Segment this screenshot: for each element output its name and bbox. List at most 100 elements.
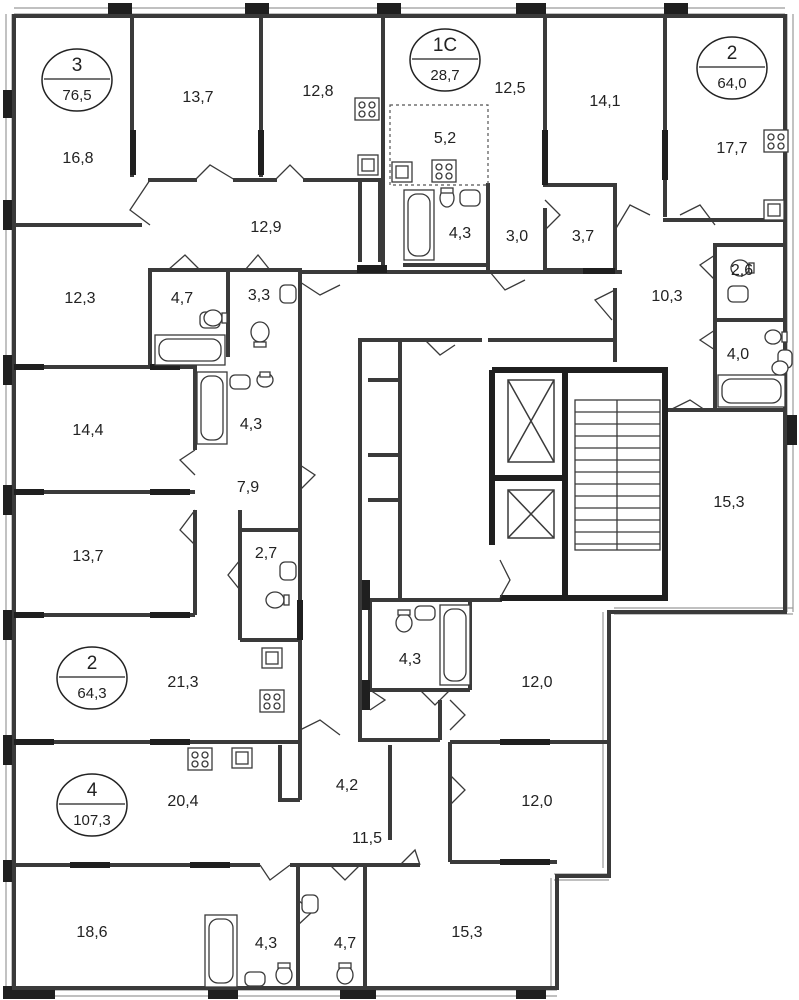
- staircase: [574, 399, 661, 551]
- walls-lower-right: [368, 600, 609, 864]
- toilets: [203, 187, 789, 985]
- facade-piers: [3, 3, 797, 999]
- bathtub-icon: [403, 189, 435, 261]
- stove-icon: [187, 747, 213, 771]
- unit-rooms: 2: [87, 653, 98, 674]
- washbasin-icon: [279, 284, 297, 304]
- room-area-label: 2,6: [731, 262, 753, 279]
- unit-rooms: 2: [727, 43, 738, 64]
- room-area-label: 4,7: [334, 935, 356, 952]
- room-area-label: 20,4: [167, 793, 198, 810]
- stove-icon: [259, 689, 285, 713]
- room-area-label: 3,7: [572, 228, 594, 245]
- bathtub-icon: [439, 604, 471, 686]
- unit-badge: 2 64,0: [696, 36, 768, 100]
- stove-icon: [431, 159, 457, 183]
- toilet-icon: [771, 360, 789, 376]
- elevator-shafts: [507, 379, 555, 539]
- room-area-label: 12,8: [302, 83, 333, 100]
- stair-core: [489, 367, 668, 601]
- unit-badges: 3 76,5 1С 28,7 2 64,0 2 64,3 4 107,3: [41, 28, 768, 837]
- room-area-label: 10,3: [651, 288, 682, 305]
- door-swings: [129, 164, 716, 926]
- washbasin-icon: [459, 189, 481, 207]
- sinks: [199, 154, 793, 987]
- washbasin-icon: [414, 605, 436, 621]
- sink-icon: [763, 199, 785, 221]
- unit-rooms: 1С: [433, 35, 457, 56]
- stove-icon: [763, 129, 789, 153]
- bathtub-icon: [196, 371, 228, 445]
- bathtubs: [154, 189, 786, 988]
- washbasin-icon: [229, 374, 251, 390]
- room-area-label: 7,9: [237, 479, 259, 496]
- bathtub-icon: [717, 374, 786, 408]
- toilet-icon: [395, 609, 413, 633]
- washbasin-icon: [244, 971, 266, 987]
- room-area-label: 11,5: [352, 830, 382, 847]
- unit-area: 64,0: [717, 75, 746, 92]
- toilet-icon: [336, 962, 354, 985]
- unit-badge: 4 107,3: [56, 773, 128, 837]
- washbasin-icon: [279, 561, 297, 581]
- room-area-label: 4,3: [240, 416, 262, 433]
- unit-badge: 1С 28,7: [409, 28, 481, 92]
- toilet-icon: [256, 371, 274, 388]
- room-area-label: 16,8: [62, 150, 93, 167]
- sink-icon: [261, 647, 283, 669]
- bathtub-icon: [154, 334, 226, 366]
- room-area-label: 14,4: [72, 422, 103, 439]
- room-area-label: 13,7: [72, 548, 103, 565]
- room-area-label: 15,3: [451, 924, 482, 941]
- unit-area: 107,3: [73, 812, 111, 829]
- stove-icon: [354, 97, 380, 121]
- toilet-icon: [275, 962, 293, 985]
- unit-badge: 2 64,3: [56, 646, 128, 710]
- toilet-icon: [439, 187, 455, 208]
- toilet-icon: [265, 591, 290, 609]
- unit-area: 64,3: [77, 685, 106, 702]
- sink-icon: [357, 154, 379, 176]
- room-area-label: 4,3: [255, 935, 277, 952]
- bathtub-icon: [204, 914, 238, 988]
- room-area-label: 17,7: [716, 140, 747, 157]
- room-area-label: 3,0: [506, 228, 528, 245]
- unit-badge: 3 76,5: [41, 48, 113, 112]
- room-area-label: 12,0: [521, 674, 552, 691]
- wall-accents: [14, 130, 668, 868]
- room-area-label: 12,9: [250, 219, 281, 236]
- room-area-label: 14,1: [589, 93, 620, 110]
- unit-rooms: 3: [72, 55, 83, 76]
- toilet-icon: [730, 259, 755, 277]
- toilet-icon: [203, 309, 228, 327]
- kitchen-niche-outline: [389, 104, 489, 186]
- walls: [12, 14, 787, 990]
- washbasin-icon: [301, 894, 319, 914]
- room-area-label: 21,3: [167, 674, 198, 691]
- room-area-label: 12,3: [64, 290, 95, 307]
- sink-icon: [391, 161, 413, 183]
- room-area-label: 4,7: [171, 290, 193, 307]
- sink-icon: [231, 747, 253, 769]
- room-area-label: 18,6: [76, 924, 107, 941]
- room-area-label: 5,2: [434, 130, 456, 147]
- room-area-label: 12,5: [494, 80, 525, 97]
- room-area-label: 12,0: [521, 793, 552, 810]
- room-area-label: 4,2: [336, 777, 358, 794]
- room-area-label: 3,3: [248, 287, 270, 304]
- room-area-label: 2,7: [255, 545, 277, 562]
- toilet-icon: [764, 329, 788, 345]
- room-area-label: 4,0: [727, 346, 749, 363]
- room-area-label: 4,3: [449, 225, 471, 242]
- room-area-label: 4,3: [399, 651, 421, 668]
- unit-rooms: 4: [87, 780, 98, 801]
- room-area-label: 13,7: [182, 89, 213, 106]
- stoves: [187, 97, 789, 771]
- toilet-icon: [250, 321, 270, 348]
- washbasin-icon: [727, 285, 749, 303]
- unit-area: 28,7: [430, 67, 459, 84]
- room-area-label: 15,3: [713, 494, 744, 511]
- unit-area: 76,5: [62, 87, 91, 104]
